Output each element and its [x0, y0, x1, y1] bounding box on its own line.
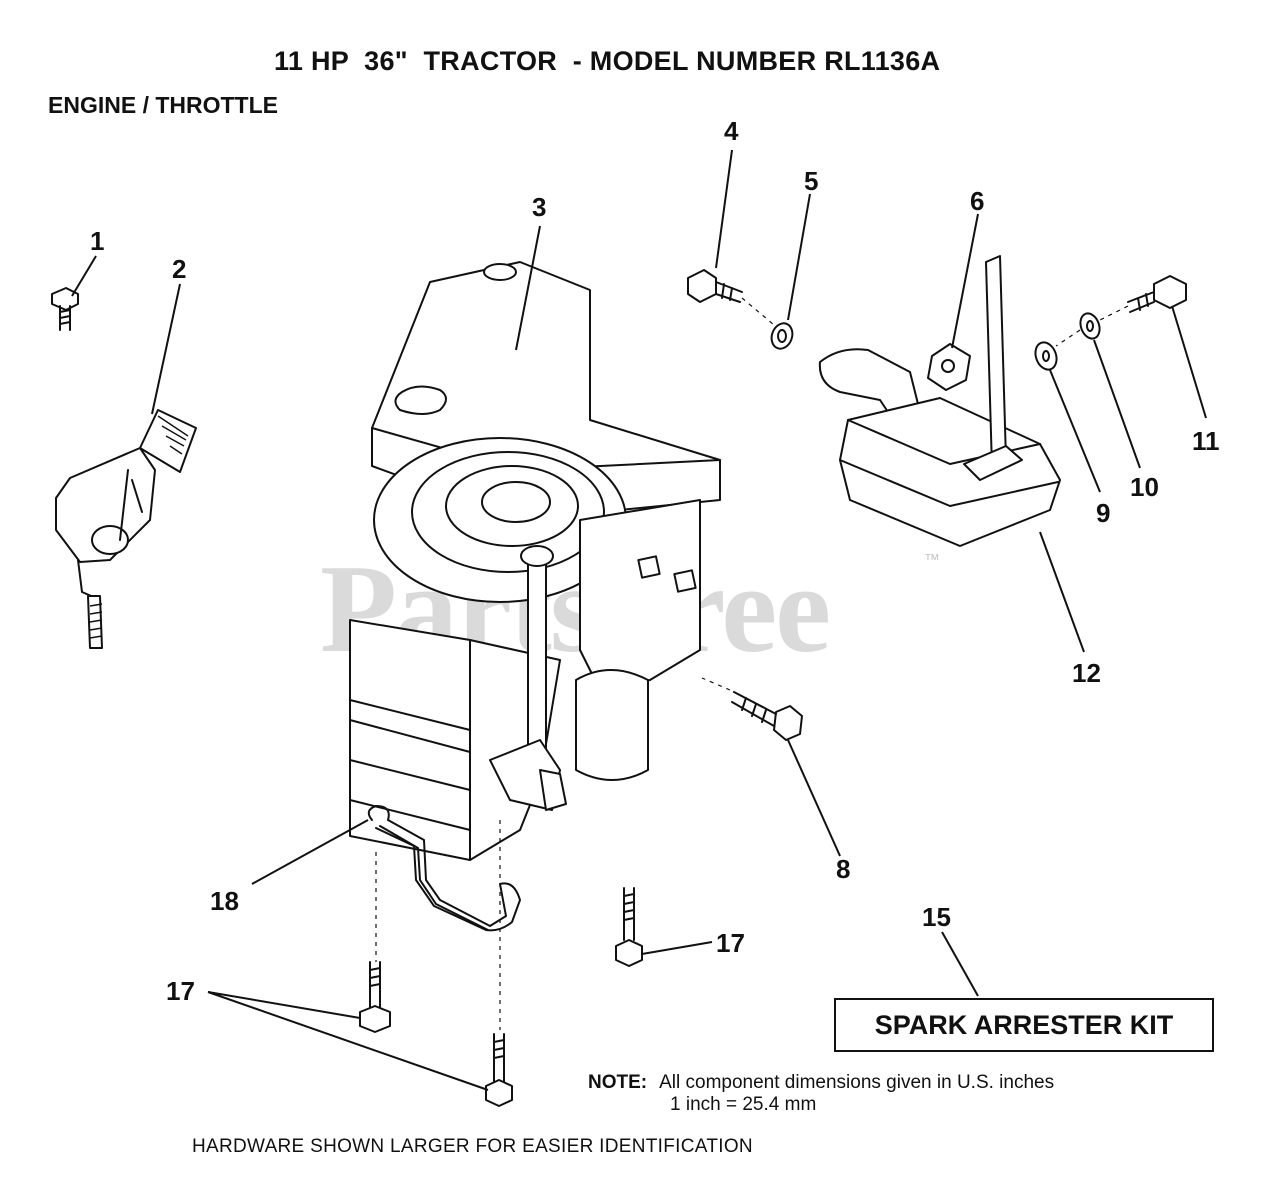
leader-line-5 [787, 193, 811, 321]
callout-15[interactable]: 15 [922, 902, 951, 932]
lockwasher-part-10[interactable] [1077, 311, 1103, 342]
note-label: NOTE: [588, 1072, 648, 1093]
callout-6[interactable]: 6 [970, 186, 985, 216]
section-subtitle: ENGINE / THROTTLE [48, 92, 278, 118]
leader-line-17-left [207, 991, 489, 1091]
callout-8[interactable]: 8 [836, 854, 851, 884]
callout-12[interactable]: 12 [1072, 658, 1101, 688]
dimensions-note: NOTE: All component dimensions given in U… [588, 1072, 1054, 1116]
washer-part-5[interactable] [768, 320, 796, 351]
leader-line-3 [515, 225, 541, 351]
engine-part-3[interactable] [349, 261, 721, 861]
spark-arrester-kit-box[interactable]: SPARK ARRESTER KIT [834, 998, 1214, 1052]
gasket-part-6[interactable] [927, 343, 971, 391]
leader-line-12 [1039, 531, 1085, 653]
bolt-part-4[interactable] [687, 269, 743, 303]
leader-line-1 [71, 255, 97, 297]
washer-part-9[interactable] [1032, 339, 1060, 372]
callout-1[interactable]: 1 [90, 226, 105, 256]
leader-line-2 [151, 283, 181, 415]
leader-line-8 [787, 739, 841, 857]
note-line-2: 1 inch = 25.4 mm [670, 1094, 817, 1115]
callout-2[interactable]: 2 [172, 254, 187, 284]
bolt-part-17-right[interactable] [615, 887, 643, 967]
muffler-part-12[interactable] [818, 255, 1061, 547]
callout-5[interactable]: 5 [804, 166, 819, 196]
bolt-part-11[interactable] [1127, 275, 1187, 313]
leader-line-11 [1171, 305, 1207, 419]
leader-line-6 [951, 213, 979, 349]
leader-line-10 [1093, 339, 1141, 469]
bolt-part-17-left-upper[interactable] [359, 961, 391, 1033]
callout-17-left[interactable]: 17 [166, 976, 195, 1006]
callout-11[interactable]: 11 [1192, 426, 1220, 456]
spark-arrester-kit-label: SPARK ARRESTER KIT [874, 1009, 1174, 1040]
callout-3[interactable]: 3 [532, 192, 547, 222]
bracket-part-18[interactable] [367, 805, 521, 932]
trademark-mark: ™ [924, 552, 940, 569]
note-line-1: All component dimensions given in U.S. i… [659, 1072, 1055, 1093]
bolt-part-8[interactable] [731, 691, 803, 741]
leader-line-4 [715, 149, 733, 269]
leader-line-18 [251, 819, 369, 885]
callout-9[interactable]: 9 [1096, 498, 1111, 528]
callout-18[interactable]: 18 [210, 886, 239, 916]
callout-17-right[interactable]: 17 [716, 928, 745, 958]
leader-line-15 [941, 931, 979, 997]
throttle-control-part-2[interactable] [55, 409, 197, 649]
leader-line-9 [1049, 369, 1101, 493]
leader-line-17-right [641, 941, 713, 955]
hardware-note: HARDWARE SHOWN LARGER FOR EASIER IDENTIF… [192, 1136, 753, 1157]
bolt-part-17-left-lower[interactable] [485, 1033, 513, 1107]
page-title: 11 HP 36" TRACTOR - MODEL NUMBER RL1136A [274, 46, 941, 76]
callout-4[interactable]: 4 [724, 116, 739, 146]
throttle-screw-part-1[interactable] [51, 287, 79, 331]
callout-10[interactable]: 10 [1130, 472, 1159, 502]
